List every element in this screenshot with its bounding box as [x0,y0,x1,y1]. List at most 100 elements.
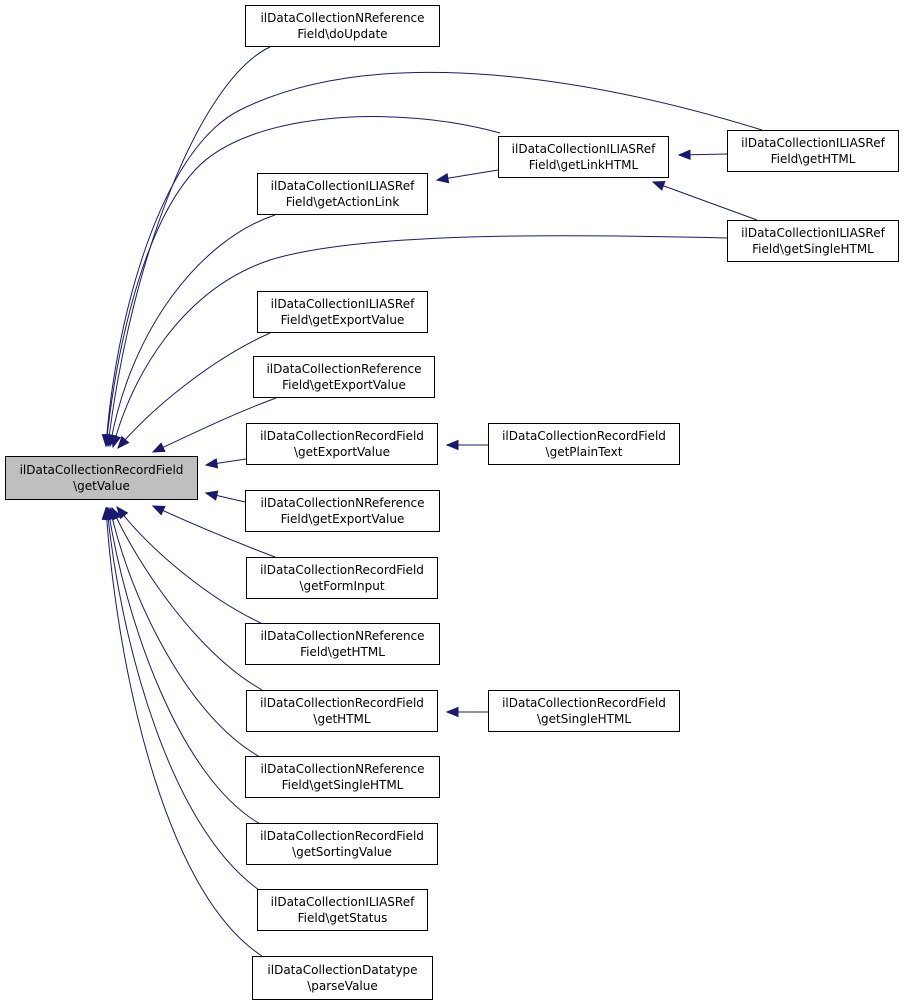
edge-line [106,507,263,893]
edge-ref_getexportvalue-to-root [151,397,277,453]
edge-rec_getexportvalue-to-root [204,458,247,469]
edge-arrowhead [151,505,166,516]
edge-line [116,506,266,626]
edge-line [105,507,263,957]
edge-ilias_gethtml-to-ilias_getlinkhtml [677,149,728,161]
edge-ilias_getlinkhtml-to-ilias_getactionlink [435,169,499,184]
node-label-line2: \getHTML [313,712,371,726]
edge-arrowhead [110,434,122,449]
node-label-line1: ilDataCollectionNReference [260,629,425,643]
node-label-line2: Field\getExportValue [280,512,405,526]
node-label-line1: ilDataCollectionILIASRef [741,136,885,150]
node-root: ilDataCollectionRecordField \getValue [5,456,198,500]
edge-ilias_getsinglehtml-to-ilias_getlinkhtml [651,181,758,221]
node-label-line2: Field\getLinkHTML [528,158,639,172]
node-label-line2: \getFormInput [299,579,385,593]
node-label-line1: ilDataCollectionILIASRef [270,297,415,311]
node-label-line2: \getSortingValue [292,845,392,859]
edge-rec_gethtml-to-root [111,506,263,691]
edge-arrowhead [445,706,459,718]
edge-line [152,397,277,453]
edge-nref_doupdate-to-root [104,46,271,448]
edge-line [152,505,276,558]
node-label-line1: ilDataCollectionRecordField [260,696,424,710]
node-rec-getsinglehtml[interactable]: ilDataCollectionRecordField \getSingleHTM… [488,690,680,732]
node-label-line1: ilDataCollectionILIASRef [270,179,415,193]
node-rec-getsortingvalue[interactable]: ilDataCollectionRecordField \getSortingVa… [246,823,438,865]
edge-rec_getsinglehtml-to-rec_gethtml [445,706,488,718]
node-label-line1: ilDataCollectionRecordField [260,563,424,577]
edge-nref_getexportvalue-to-root [204,490,246,503]
edge-rec_getforminput-to-root [151,505,276,558]
node-label-line1: ilDataCollectionDatatype [267,963,418,977]
edge-arrowhead [204,490,219,501]
node-rec-getforminput[interactable]: ilDataCollectionRecordField \getFormInput [246,557,438,599]
edge-line [109,214,276,447]
node-label-line1: ilDataCollectionNReference [260,496,425,510]
node-label-line2: Field\getSingleHTML [752,242,874,256]
edge-arrowhead [445,439,459,451]
node-label-line1: ilDataCollectionILIASRef [511,142,656,156]
node-label-line2: Field\getHTML [770,152,856,166]
node-label-line2: Field\getStatus [297,911,388,925]
node-label-line1: ilDataCollectionRecordField [502,696,666,710]
node-label-line1: ilDataCollectionNReference [260,762,425,776]
edge-rec_getplaintext-to-rec_getexportvalue [445,439,488,451]
edge-line [111,507,263,691]
node-label-line1: ilDataCollectionILIASRef [270,895,415,909]
node-label-line2: \getValue [73,479,130,493]
edge-line [117,332,271,449]
node-label-line1: ilDataCollectionRecordField [260,429,424,443]
node-label-line1: ilDataCollectionRecordField [19,463,184,477]
edge-arrowhead [435,172,450,184]
edge-nref_gethtml-to-root [116,505,266,626]
node-rec-getplaintext[interactable]: ilDataCollectionRecordField \getPlainText [488,423,680,465]
edge-arrowhead [101,506,113,520]
node-rec-getexportvalue[interactable]: ilDataCollectionRecordField \getExportVal… [246,423,438,465]
node-label-line2: Field\getActionLink [285,195,400,209]
node-rec-gethtml[interactable]: ilDataCollectionRecordField \getHTML [246,690,438,732]
node-label-line1: ilDataCollectionRecordField [502,429,666,443]
edge-arrowhead [677,149,691,161]
node-label-line2: \getExportValue [294,445,390,459]
edge-line [109,507,263,759]
node-label-line2: Field\getHTML [300,645,385,659]
edge-dt_parsevalue-to-root [101,506,263,957]
edge-line [652,181,758,221]
edge-ilias_getstatus-to-root [102,506,263,893]
edge-line [107,507,263,826]
node-label-line2: \getPlainText [545,445,623,459]
node-label-line1: ilDataCollectionILIASRef [741,226,885,240]
edge-arrowhead [151,442,166,453]
node-label-line2: Field\getSingleHTML [281,778,404,792]
edge-line [105,116,501,447]
node-label-line2: Field\getExportValue [282,378,406,392]
node-label-line2: \getSingleHTML [536,712,632,726]
node-label-line1: ilDataCollectionNReference [260,11,425,25]
node-label-line2: Field\getExportValue [280,313,405,327]
edge-arrowhead [204,458,219,469]
edge-ilias_getexportvalue-to-root [117,332,271,449]
edge-line [112,235,728,448]
edge-arrowhead [117,435,130,449]
edge-ilias_getsinglehtml-to-root [110,235,728,449]
node-dt-parsevalue[interactable]: ilDataCollectionDatatype\parseValue [252,956,433,1000]
node-label-line1: ilDataCollectionRecordField [260,829,424,843]
edge-line [105,71,763,447]
node-label-line2: Field\doUpdate [297,27,388,41]
node-label-line1: ilDataCollectionReference [266,362,422,376]
edge-ilias_getactionlink-to-root [106,214,276,448]
